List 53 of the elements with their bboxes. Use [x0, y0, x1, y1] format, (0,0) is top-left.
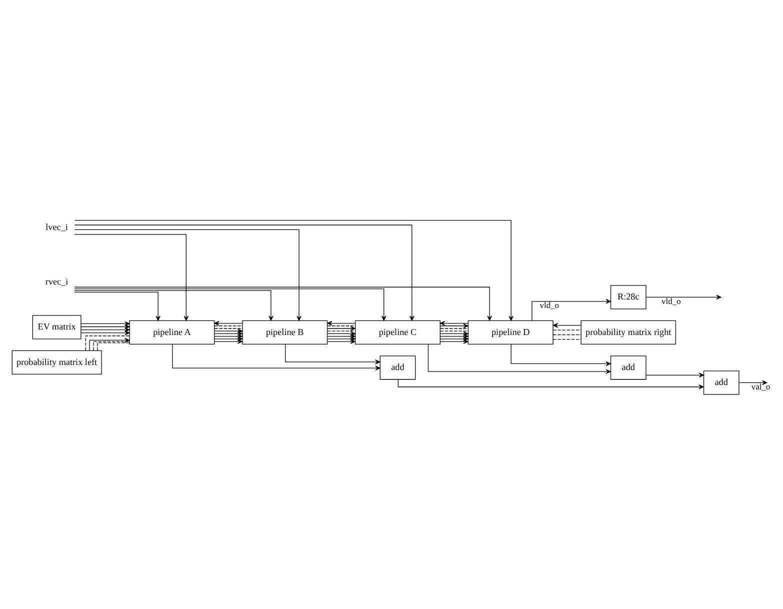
node-text: lvec_i	[46, 221, 68, 232]
connector	[93, 340, 130, 350]
node-box: add	[380, 355, 416, 380]
connector	[552, 329, 582, 330]
arrow	[398, 378, 704, 389]
node-box: probability matrix right	[580, 320, 676, 344]
arrow	[440, 330, 468, 336]
arrow	[646, 372, 704, 378]
arrow	[510, 343, 611, 366]
connector	[552, 334, 582, 335]
node-text: rvec_i	[45, 276, 68, 286]
node-box: add	[703, 370, 740, 394]
connector	[552, 338, 582, 340]
arrow	[214, 320, 242, 326]
arrow	[74, 219, 514, 320]
edge-label: vld_o	[540, 300, 560, 310]
node-box: R:28c	[610, 284, 646, 309]
arrow	[74, 291, 160, 320]
arrow	[172, 343, 380, 370]
node-box: pipeline A	[129, 320, 215, 344]
arrow	[532, 298, 612, 320]
connector	[440, 330, 468, 331]
arrow	[440, 323, 468, 328]
connector	[327, 330, 356, 331]
arrow	[74, 228, 302, 320]
edge-label: vld_o	[662, 295, 681, 306]
arrow	[74, 288, 386, 320]
arrow	[440, 320, 468, 326]
connector	[214, 325, 243, 326]
node-box: add	[610, 355, 646, 380]
arrow	[327, 330, 356, 336]
arrow	[327, 326, 356, 330]
node-box: probability matrix left	[12, 350, 102, 374]
arrow	[327, 336, 356, 341]
arrow	[74, 234, 189, 320]
node-box: pipeline C	[355, 320, 440, 344]
node-box: pipeline B	[242, 320, 328, 344]
arrow	[74, 224, 414, 320]
node-box: EV matrix	[32, 314, 82, 339]
arrow	[80, 320, 130, 326]
arrow	[214, 338, 243, 344]
arrow	[74, 286, 492, 320]
arrow	[552, 322, 582, 328]
arrow	[285, 343, 380, 364]
edge-label: val_o	[751, 380, 770, 391]
node-box: pipeline D	[468, 320, 554, 344]
arrow	[214, 336, 243, 341]
arrow	[214, 328, 243, 333]
arrow	[74, 290, 274, 320]
connector	[327, 325, 356, 326]
arrow	[327, 320, 356, 326]
connector	[97, 342, 130, 350]
arrow	[428, 343, 611, 374]
